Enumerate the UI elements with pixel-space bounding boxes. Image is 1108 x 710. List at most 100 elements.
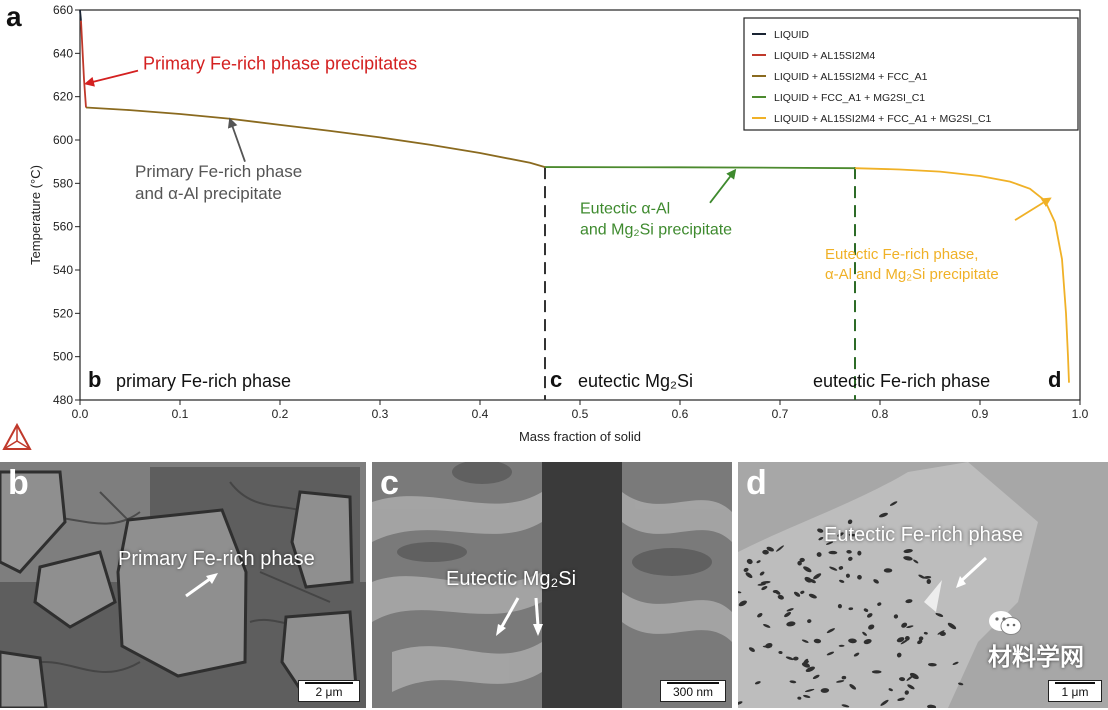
texture-dot	[937, 630, 945, 635]
texture-dot	[889, 501, 898, 506]
texture-dot	[836, 680, 845, 683]
arrow-d	[956, 556, 988, 588]
texture-dot	[743, 567, 749, 572]
annotation-text: α-Al and Mg₂Si precipitate	[825, 266, 999, 283]
series-line	[80, 20, 87, 108]
x-tick-label: 0.5	[572, 407, 589, 421]
texture-dot	[797, 560, 802, 566]
region-label: eutectic Fe-rich phase	[813, 371, 990, 391]
texture-dot	[804, 576, 812, 583]
scalebar-c: 300 nm	[660, 680, 726, 702]
panel-label-b: Primary Fe-rich phase	[118, 548, 315, 570]
panel-label-d: Eutectic Fe-rich phase	[824, 524, 1023, 546]
texture-dot	[867, 613, 873, 618]
scalebar-label-b: 2 μm	[315, 685, 343, 699]
annotation-text: Eutectic α-Al	[580, 201, 670, 218]
legend-entry: LIQUID + AL15SI2M4 + FCC_A1 + MG2SI_C1	[774, 113, 992, 125]
texture-dot	[927, 704, 937, 708]
texture-dot	[896, 637, 905, 643]
texture-dot	[766, 546, 774, 552]
annotation-arrow	[1014, 197, 1052, 221]
texture-dot	[923, 575, 932, 579]
annotations: Primary Fe-rich phase precipitatesPrimar…	[84, 54, 1052, 283]
region-letter: d	[1048, 367, 1061, 392]
panel-letter-a: a	[6, 1, 22, 32]
micrograph-b: b Primary Fe-rich phase 2 μm	[0, 462, 366, 708]
texture-dot	[818, 536, 824, 541]
texture-dot	[807, 619, 812, 624]
y-tick-label: 540	[53, 263, 73, 277]
series-line	[544, 166, 856, 170]
legend-entry: LIQUID	[774, 29, 809, 41]
texture-dot	[904, 635, 910, 641]
x-tick-label: 0.8	[872, 407, 889, 421]
texture-dot	[845, 573, 850, 578]
x-tick-label: 0.0	[72, 407, 89, 421]
texture-dot	[871, 670, 882, 674]
scalebar-b: 2 μm	[298, 680, 360, 702]
y-tick-label: 620	[53, 90, 73, 104]
legend-entry: LIQUID + AL15SI2M4	[774, 50, 875, 62]
texture-dot	[837, 604, 842, 609]
watermark-text: 材料学网	[988, 643, 1084, 671]
texture-dot	[748, 647, 755, 652]
texture-dot	[738, 590, 742, 594]
texture-dot	[952, 661, 959, 666]
texture-dot	[826, 628, 835, 634]
series-lines	[79, 9, 1070, 383]
legend-entry: LIQUID + AL15SI2M4 + FCC_A1	[774, 71, 928, 83]
texture-dot	[765, 643, 773, 649]
texture-dot	[784, 611, 792, 618]
annotation-arrow	[227, 117, 246, 162]
texture-dot	[745, 572, 753, 579]
y-tick-label: 640	[53, 46, 73, 60]
texture-dot	[903, 549, 913, 554]
annotation-text: Primary Fe-rich phase precipitates	[143, 54, 417, 74]
texture-dot	[803, 566, 812, 573]
y-tick-label: 520	[53, 306, 73, 320]
texture-dot	[862, 631, 867, 636]
texture-dot	[777, 594, 784, 600]
texture-dot	[800, 590, 805, 594]
texture-dot	[828, 550, 838, 555]
texture-dot	[838, 644, 845, 647]
texture-dot	[906, 675, 913, 681]
texture-dot	[805, 666, 815, 673]
texture-dot	[880, 699, 889, 706]
y-axis-label: Temperature (°C)	[28, 165, 43, 265]
texture-dot	[776, 545, 784, 552]
annotation-text: and Mg₂Si precipitate	[580, 222, 732, 239]
texture-dot	[756, 560, 761, 564]
texture-dot	[801, 662, 811, 668]
series-line	[854, 167, 1070, 383]
texture-dot	[848, 607, 854, 611]
texture-dot	[917, 639, 923, 645]
texture-dot	[848, 533, 857, 537]
texture-dot	[759, 571, 765, 576]
scalebar-d: 1 μm	[1048, 680, 1102, 702]
texture-dot	[738, 600, 747, 607]
texture-dot	[774, 590, 781, 595]
texture-dot	[793, 656, 799, 661]
texture-dot	[803, 694, 811, 698]
region-letter: c	[550, 367, 562, 392]
texture-dot	[853, 652, 860, 657]
annotation-arrow	[84, 69, 139, 87]
x-tick-label: 1.0	[1072, 407, 1089, 421]
texture-dot	[907, 684, 915, 690]
texture-dot	[863, 608, 869, 612]
texture-dot	[947, 622, 957, 630]
series-line	[79, 9, 82, 21]
micrograph-d: d Eutectic Fe-rich phase 材料学网 1 μm	[738, 462, 1108, 708]
texture-dot	[846, 550, 852, 554]
x-tick-label: 0.1	[172, 407, 189, 421]
texture-dot	[813, 638, 822, 644]
texture-dot	[883, 568, 893, 573]
texture-dot	[896, 652, 902, 658]
arrow-b	[185, 573, 218, 598]
texture-dot	[935, 613, 942, 617]
texture-dot	[786, 608, 794, 612]
panel-letter-c: c	[380, 464, 399, 502]
